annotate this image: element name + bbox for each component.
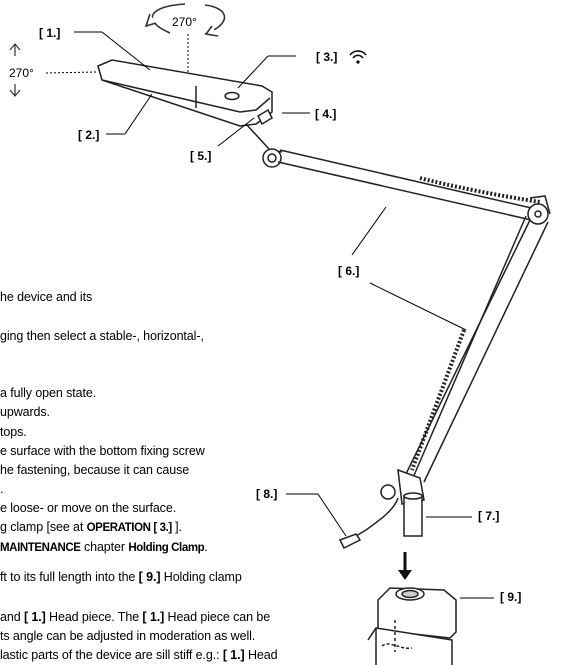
text-line: a fully open state. — [0, 386, 97, 400]
holding-clamp — [367, 587, 457, 665]
text-line: g clamp [see at OPERATION [ 3.] ]. — [0, 520, 182, 534]
text-line: e surface with the bottom fixing screw — [0, 444, 205, 458]
text-line: upwards. — [0, 405, 50, 419]
ref-9: [ 9.] — [138, 570, 161, 584]
label-5: [ 5.] — [190, 149, 212, 163]
operation-ref: OPERATION [ 3.] — [86, 522, 173, 534]
label-1: [ 1.] — [39, 26, 61, 40]
wifi-icon — [349, 50, 367, 64]
text-line: MAINTENANCE chapter Holding Clamp. — [0, 540, 208, 554]
text-line: he fastening, because it can cause — [0, 463, 190, 477]
text-line: ging then select a stable-, horizontal-, — [0, 329, 204, 343]
label-2: [ 2.] — [78, 128, 100, 142]
text-line: and [ 1.] Head piece. The [ 1.] Head pie… — [0, 610, 270, 624]
rotation-left-label: 270° — [9, 66, 34, 80]
ref-1: [ 1.] — [222, 648, 245, 662]
label-6: [ 6.] — [338, 264, 360, 278]
label-8: [ 8.] — [256, 487, 278, 501]
label-3: [ 3.] — [316, 50, 338, 64]
lower-arm — [403, 215, 549, 483]
text-segment: Head — [244, 648, 278, 662]
rotate-vertical-icon — [9, 43, 21, 97]
text-line: ts angle can be adjusted in moderation a… — [0, 629, 256, 643]
base-joint — [380, 468, 425, 537]
text-segment: Holding clamp — [160, 570, 242, 584]
label-4: [ 4.] — [315, 107, 337, 121]
head-joint — [245, 123, 283, 168]
text-line: lastic parts of the device are sill stif… — [0, 648, 278, 662]
text-segment: Head piece can be — [164, 610, 271, 624]
text-line: he device and its — [0, 290, 93, 304]
rotation-top-label: 270° — [172, 15, 197, 29]
text-segment: and — [0, 610, 24, 624]
upper-arm — [277, 149, 551, 225]
text-line: . — [0, 482, 4, 496]
text-segment: ft to its full length into the — [0, 570, 139, 584]
label-7: [ 7.] — [478, 509, 500, 523]
rotate-horizontal-icon — [144, 3, 226, 37]
power-cable — [338, 497, 399, 550]
label-9: [ 9.] — [500, 590, 522, 604]
text-segment: ]. — [171, 520, 182, 534]
head-piece — [97, 59, 273, 127]
text-segment: g clamp [see at — [0, 520, 87, 534]
text-segment: lastic parts of the device are sill stif… — [0, 648, 223, 662]
holding-clamp-ref: Holding Clamp — [128, 542, 205, 554]
text-segment: . — [204, 540, 208, 554]
text-line: ft to its full length into the [ 9.] Hol… — [0, 570, 242, 584]
text-line: e loose- or move on the surface. — [0, 501, 177, 515]
text-segment: chapter — [80, 540, 129, 554]
text-segment: Head piece. The — [45, 610, 143, 624]
ref-1: [ 1.] — [23, 610, 46, 624]
leader-lines — [74, 31, 494, 599]
ref-1: [ 1.] — [142, 610, 165, 624]
maintenance-ref: MAINTENANCE — [0, 542, 81, 554]
text-line: tops. — [0, 425, 27, 439]
